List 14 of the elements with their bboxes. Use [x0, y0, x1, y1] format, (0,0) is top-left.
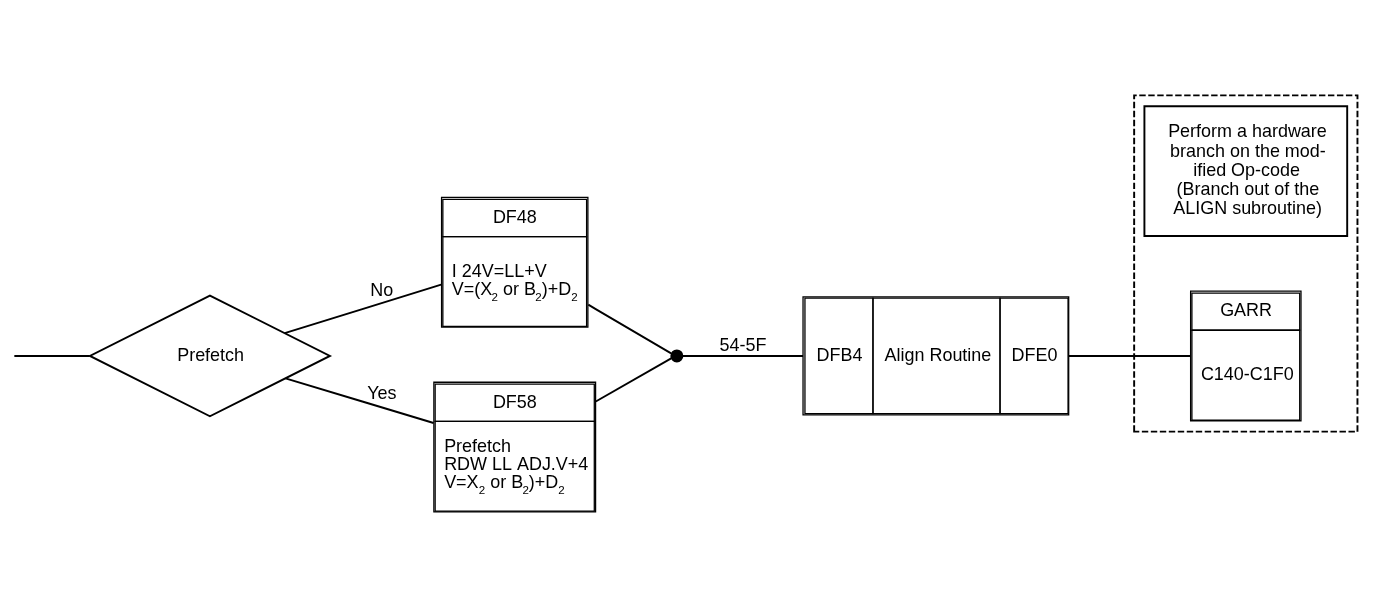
connector	[587, 303, 673, 355]
connector	[594, 357, 673, 403]
connector	[13, 354, 91, 357]
node-circle	[670, 349, 684, 363]
edge-label: Yes	[367, 382, 397, 403]
connector	[1067, 354, 1192, 357]
edge-label: 54-5F	[719, 335, 767, 356]
connector	[283, 283, 443, 335]
connector	[284, 377, 435, 424]
edge-label: No	[370, 279, 394, 300]
node-diamond: Prefetch	[87, 294, 333, 418]
node-box: Perform a hardware branch on the mod- ified Op-code (Branch out of the ALIGN subroutine)	[1143, 105, 1349, 237]
cluster	[1133, 94, 1359, 433]
connector	[681, 354, 804, 357]
